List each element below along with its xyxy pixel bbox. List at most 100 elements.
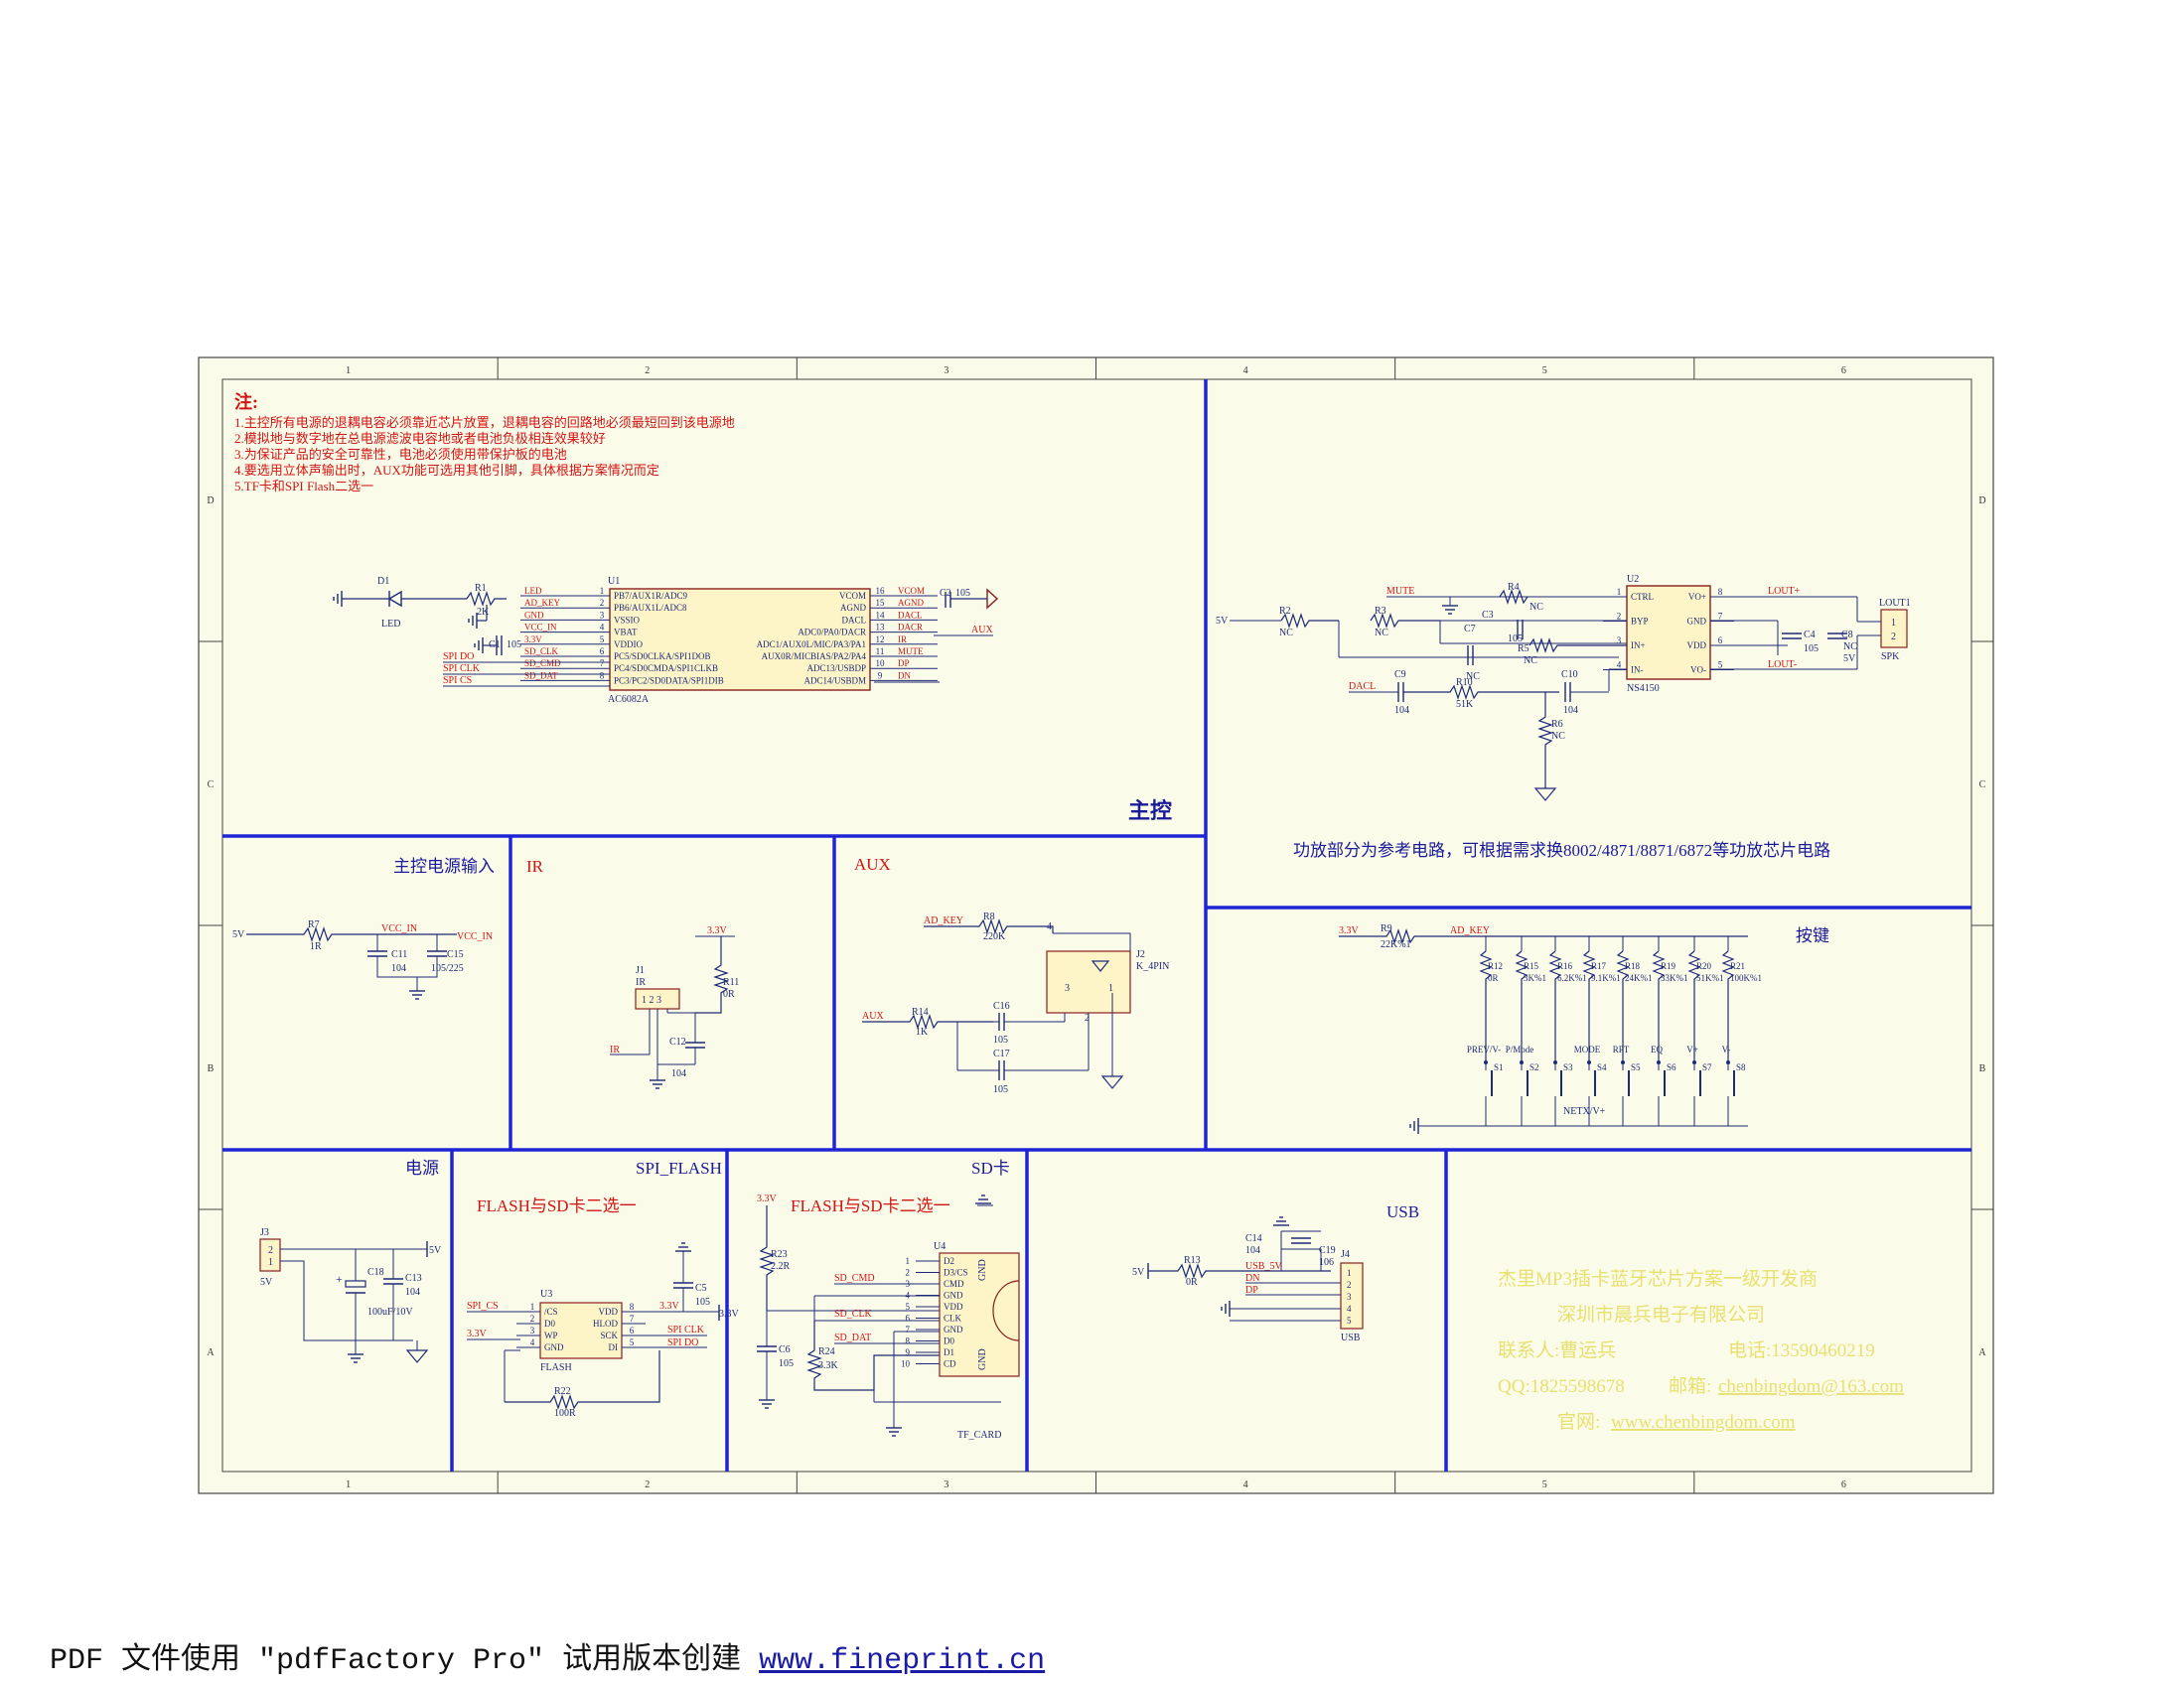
c15-ref: C15 [447,949,464,960]
footer-link[interactable]: www.fineprint.cn [759,1644,1046,1678]
net-vcc-in-b: VCC_IN [457,931,493,942]
c15-value: 105/225 [431,963,464,974]
pin-name: /CS [544,1307,558,1317]
pin-net: SD_CLK [524,646,559,656]
pin-number: 5 [600,634,605,644]
r10-resistor [1403,684,1559,700]
row-label: B [1979,1063,1986,1074]
resistor-value: 100K%1 [1730,973,1762,983]
net-5v-amp: 5V [1843,653,1856,664]
resistor-ref: R21 [1730,961,1745,971]
pin-name: GND [944,1325,963,1335]
pin-number: 5 [1718,660,1723,670]
note-line: 1.主控所有电源的退耦电容必须靠近芯片放置，退耦电容的回路地必须最短回到该电源地 [234,415,735,430]
pin-number: 12 [876,634,885,644]
net-lout-n: LOUT- [1768,659,1797,670]
pin-number: 3 [906,1279,911,1289]
u2-ref: U2 [1627,574,1639,585]
pin-number: 10 [901,1359,911,1369]
pin-name: D3/CS [944,1268,968,1278]
j4-ref: J4 [1341,1249,1350,1260]
r2-value: NC [1279,628,1293,638]
ir-net: IR [610,1045,620,1055]
u3-body [539,1302,623,1359]
column-label: 3 [944,365,948,376]
pin-number: 1 [530,1302,535,1312]
pin-number: 1 [1347,1268,1352,1278]
r23-value: 2.2R [771,1261,791,1272]
switch-function: MODE [1574,1045,1601,1054]
j3-value: 5V [260,1277,273,1288]
c5-value: 105 [695,1297,710,1308]
r22-resistor [505,1350,660,1410]
sd-title: SD卡 [971,1159,1010,1178]
keys-adkey: AD_KEY [1450,925,1490,936]
r6-ref: R6 [1551,719,1563,730]
spi-flash-note: FLASH与SD卡二选一 [477,1196,637,1215]
pdf-footer: PDF 文件使用 "pdfFactory Pro" 试用版本创建 www.fin… [50,1633,1045,1678]
aux-adkey: AD_KEY [924,915,963,926]
pin-name: PC3/PC2/SD0DATA/SPI1DIB [614,675,724,685]
c19-ref: C19 [1319,1245,1336,1256]
pin-name: D0 [544,1319,555,1329]
j1-value: IR [636,977,646,988]
pin-name: PC5/SD0CLKA/SPI1DOB [614,651,711,661]
notes-heading: 注: [234,391,258,412]
pin-number: 3 [1617,635,1622,645]
net-vcc-in-a: VCC_IN [381,923,417,934]
usb-block: USB 5V R13 0R C14 104 C19 106 USB_5V DN … [1132,1202,1419,1343]
pwrin-5v: 5V [232,929,245,940]
c2-ref: C2 [940,588,951,599]
row-label: A [1978,1347,1986,1358]
pin-name: AUX0R/MICBIAS/PA2/PA4 [762,651,867,661]
pin-name: ADC1/AUX0L/MIC/PA3/PA1 [757,639,866,649]
resistor-value: 51K%1 [1696,973,1724,983]
pin-net: DP [898,658,910,668]
pin-number: 8 [600,670,605,680]
c13-ref: C13 [405,1273,422,1284]
c17-value: 105 [993,1084,1008,1095]
u3-ref: U3 [540,1289,552,1300]
pin-net: DN [898,670,911,680]
r1-resistor [466,591,507,607]
note-line: 5.TF卡和SPI Flash二选一 [234,479,373,493]
switch-ref: S3 [1563,1062,1573,1072]
pin-number: 4 [1347,1304,1352,1314]
pin-number: 7 [906,1325,911,1335]
contact-line-1: 杰里MP3插卡蓝牙芯片方案一级开发商 [1498,1268,1818,1290]
column-label: 2 [645,1479,650,1490]
pin-number: 15 [876,598,886,608]
net-spi-clk: SPI CLK [443,663,481,674]
switch-function: V+ [1686,1045,1698,1054]
pin-name: IN+ [1631,640,1646,650]
pin-name: CMD [944,1279,964,1289]
footer-text: PDF 文件使用 "pdfFactory Pro" 试用版本创建 [50,1644,760,1678]
keys-block: 按键 3.3V R9 22K%1 AD_KEY R120RS1PREV/V-R1… [1339,923,1829,1135]
resistor-ref: R18 [1625,961,1641,971]
pin-number: 7 [630,1314,635,1324]
section-dividers [222,379,1971,1472]
u3-part: FLASH [540,1362,572,1373]
pin-number: 5 [630,1337,635,1347]
spk-pin-1: 1 [1891,618,1896,629]
pin-number: 6 [600,646,605,656]
c10-ref: C10 [1561,669,1578,680]
r10-ref: R10 [1456,677,1473,688]
c16-ref: C16 [993,1001,1010,1012]
r7-ref: R7 [308,919,320,930]
speaker-connector [1880,609,1908,648]
power-block: 电源 J3 5V 2 1 5V + C18 100uF/10V C13 104 [259,1159,442,1363]
section-title-power-input: 主控电源输入 [393,857,495,876]
u4-gnd-a: GND [977,1259,988,1281]
j3-ref: J3 [260,1227,269,1238]
pin-number: 3 [1347,1292,1352,1302]
section-title-main: 主控 [1128,798,1172,823]
resistor-value: 24K%1 [1625,973,1653,983]
pin-name: VSSIO [614,615,641,625]
pin-net: GND [524,610,544,620]
pin-number: 2 [1347,1280,1352,1290]
switch-function: RPT [1613,1045,1630,1054]
c9-ref: C9 [1394,669,1406,680]
